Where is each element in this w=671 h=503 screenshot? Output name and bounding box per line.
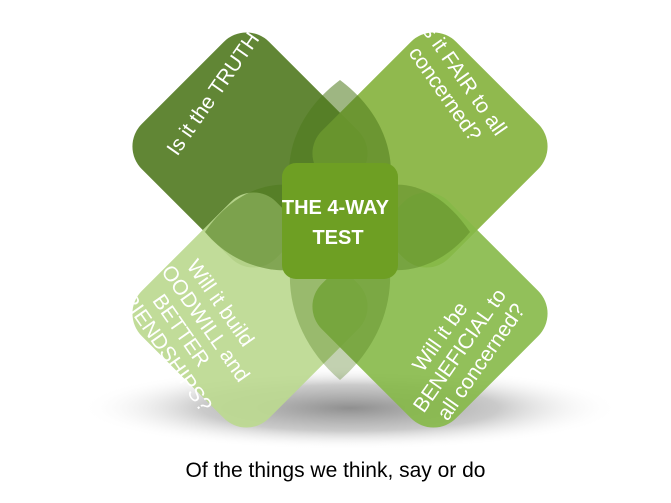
overlap-top	[289, 80, 391, 185]
overlap-bottom	[289, 270, 391, 380]
diagram-caption: Of the things we think, say or do	[185, 459, 486, 482]
center-title: THE 4-WAY TEST	[282, 197, 394, 249]
center-title-line: TEST	[312, 227, 363, 249]
floor-shadow	[80, 366, 620, 450]
center-square	[282, 163, 398, 279]
center-title-line: THE 4-WAY	[282, 197, 390, 219]
overlap-right	[390, 184, 470, 271]
diagram-canvas: THE 4-WAY TEST Is it the TRUTH? Is it FA…	[80, 32, 620, 450]
overlap-left	[205, 184, 290, 271]
